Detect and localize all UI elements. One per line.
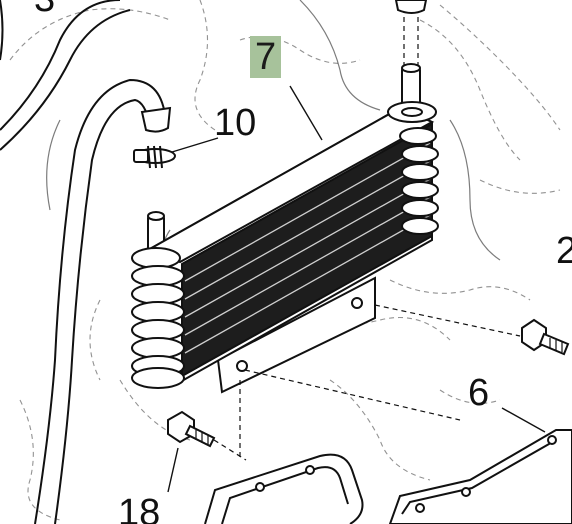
engine-outline xyxy=(9,0,561,521)
hose-clamp-10 xyxy=(133,145,176,169)
oil-cooler-7 xyxy=(131,101,439,394)
callout-18[interactable]: 18 xyxy=(118,492,161,524)
lower-gasket xyxy=(204,453,364,524)
callout-10[interactable]: 10 xyxy=(214,102,257,144)
bolt-2 xyxy=(521,318,570,356)
callout-7[interactable]: 7 xyxy=(250,36,282,78)
bolt-18 xyxy=(167,380,247,461)
hose-cuff xyxy=(140,106,172,133)
outlet-nipple xyxy=(401,8,421,109)
hose-pipe-3 xyxy=(0,0,166,524)
callout-6[interactable]: 6 xyxy=(468,372,490,414)
callout-3: 3 xyxy=(34,0,55,18)
gasket-plate-6 xyxy=(388,429,572,524)
top-fitting xyxy=(394,0,428,14)
leader-lines xyxy=(167,85,546,493)
bracket-guide xyxy=(244,369,461,421)
callout-2[interactable]: 2 xyxy=(556,230,572,272)
bolt-2-guide xyxy=(374,304,521,337)
